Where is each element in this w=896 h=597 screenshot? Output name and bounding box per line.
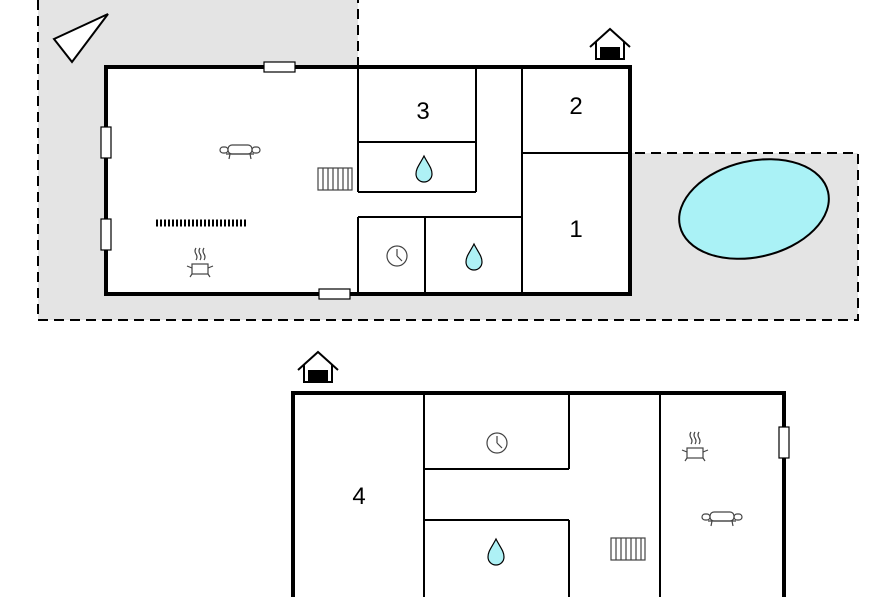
sofa-icon [219,144,261,160]
house-entrance-icon [589,28,631,60]
room-label-2: 2 [569,93,582,120]
room-label-3: 3 [416,98,429,125]
upper-floor-outline [104,65,632,296]
water-drop-icon [487,538,505,566]
radiator-icon [610,537,646,561]
window-icon [263,61,296,73]
window-icon [100,126,112,159]
lower-inner-walls [423,393,661,597]
cooking-pot-icon [681,431,709,462]
room-label-4: 4 [352,483,365,510]
radiator-icon [317,167,353,191]
upper-inner-walls [357,67,630,294]
room-label-1: 1 [569,216,582,243]
water-drop-icon [465,243,483,271]
cooking-pot-icon [186,247,214,278]
house-entrance-icon [297,351,339,383]
pool [678,158,830,260]
water-drop-icon [415,155,433,183]
terrace-area-left [37,0,859,321]
window-icon [100,218,112,251]
compass-icon [52,13,109,64]
clock-icon [386,245,408,267]
lower-floor-outline [291,391,786,597]
sofa-icon [701,511,743,527]
window-icon [318,288,351,300]
clock-icon [486,432,508,454]
window-icon [778,426,790,459]
